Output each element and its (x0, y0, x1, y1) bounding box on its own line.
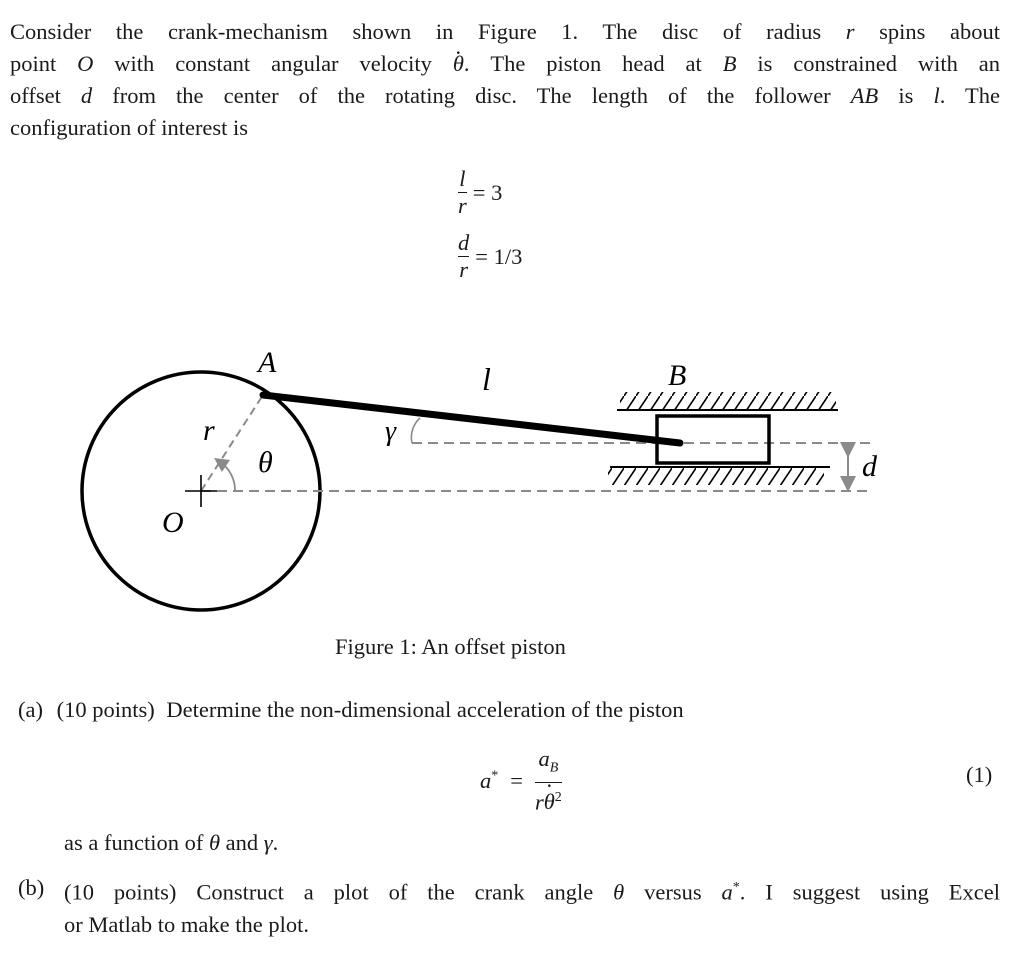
theta-angle-arc (214, 457, 236, 492)
part-a-points: (10 points) (56, 697, 155, 722)
part-b: (b) (10 points) Construct a plot of the … (18, 872, 1000, 941)
piston-block (655, 414, 771, 465)
label-gamma: γ (385, 416, 397, 447)
label-A: A (256, 346, 277, 379)
part-a-label: (a) (18, 697, 43, 722)
part-b-points: (10 points) (64, 879, 177, 905)
upper-rail-hatch (620, 392, 836, 410)
lower-rail-hatch (608, 467, 824, 485)
equation-number: (1) (966, 762, 993, 787)
intro-line-2: point O with constant angular velocity θ… (10, 48, 1000, 80)
part-a-followup: as a function of θ and γ. (64, 830, 279, 855)
gamma-angle-arc (410, 417, 421, 444)
figure-caption: Figure 1: An offset piston (335, 634, 566, 659)
label-B: B (668, 359, 686, 392)
radius-dashed (200, 394, 264, 492)
equation-1: a* = aB rθ2 (480, 747, 568, 813)
intro-line-4: configuration of interest is (10, 115, 249, 140)
follower-rod-AB (259, 391, 684, 447)
intro-line-3: offset d from the center of the rotating… (10, 83, 1001, 108)
acceleration-fraction: aB rθ2 (534, 747, 562, 813)
label-d: d (862, 450, 878, 483)
intro-line-1: Consider the crank-mechanism shown in Fi… (10, 19, 1000, 44)
part-b-line-2: or Matlab to make the plot. (64, 911, 309, 937)
label-l: l (482, 361, 491, 397)
part-b-label: (b) (18, 875, 45, 900)
label-r: r (203, 414, 215, 447)
label-O: O (162, 506, 184, 539)
intro-paragraph: Consider the crank-mechanism shown in Fi… (10, 16, 1000, 144)
part-a-text: Determine the non-dimensional accelerati… (166, 697, 684, 722)
label-theta: θ (258, 446, 273, 479)
part-a-heading: (a) (10 points) Determine the non-dimens… (18, 697, 684, 723)
